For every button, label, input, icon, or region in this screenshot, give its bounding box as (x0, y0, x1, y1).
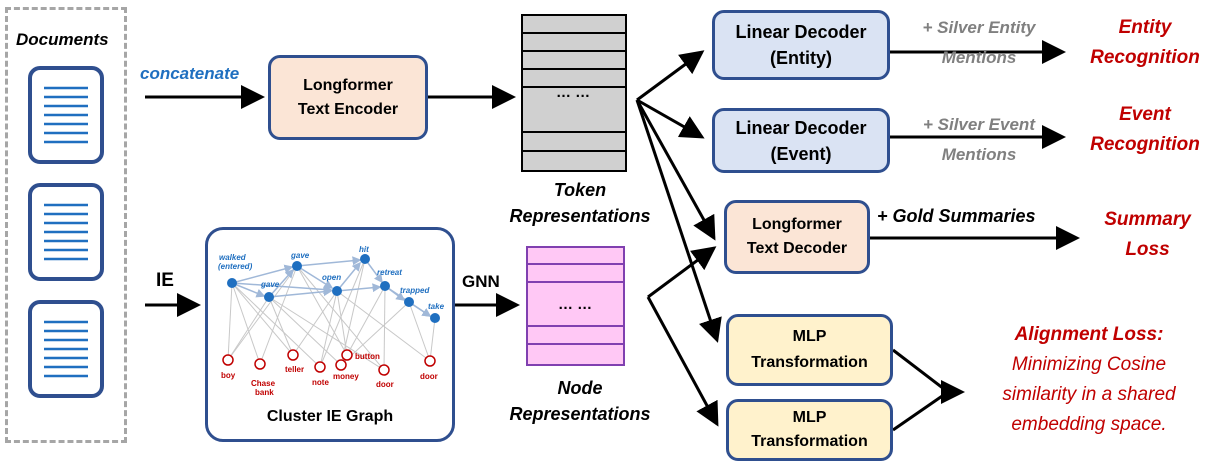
node-representation-stack (526, 246, 625, 366)
ie-label: IE (156, 270, 174, 291)
graph-entity-label: bank (255, 388, 274, 397)
node-label-line1: Node (557, 378, 603, 398)
documents-container (5, 7, 127, 443)
event-output-line2: Recognition (1090, 134, 1200, 155)
event-node (360, 254, 370, 264)
token-label-line1: Token (553, 180, 607, 200)
event-supervision: + Silver Event Mentions (890, 110, 1068, 170)
mlp-transformation-bottom: MLP Transformation (726, 399, 893, 461)
event-node (292, 261, 302, 271)
alignment-line2: similarity in a shared (1002, 384, 1176, 405)
mlp1-line1: MLP (792, 328, 827, 345)
encoder-line2: Text Encoder (297, 100, 399, 118)
text-decoder-line1: Longformer (752, 216, 842, 233)
token-representation-stack (521, 14, 627, 172)
document-icon (28, 300, 104, 398)
entity-node (341, 349, 353, 361)
event-node (380, 281, 390, 291)
event-recognition-output: Event Recognition (1075, 100, 1215, 160)
concatenate-label: concatenate (140, 64, 240, 83)
node-stack-ellipsis: … … (558, 296, 593, 313)
event-supervision-line1: + Silver Event (923, 115, 1035, 134)
document-icon (28, 66, 104, 164)
graph-entity-label: door (420, 372, 438, 381)
graph-event-label: retreat (377, 268, 402, 277)
mlp2-line1: MLP (792, 409, 827, 426)
entity-node (424, 355, 436, 367)
mlp1-line2: Transformation (751, 354, 868, 371)
event-node (404, 297, 414, 307)
summary-loss-output: Summary Loss (1080, 205, 1215, 265)
entity-node (287, 349, 299, 361)
graph-entity-label: door (376, 380, 394, 389)
gnn-label: GNN (462, 272, 500, 291)
entity-output-line2: Recognition (1090, 47, 1200, 68)
entity-node (254, 358, 266, 370)
documents-label: Documents (16, 30, 109, 49)
event-decoder-line1: Linear Decoder (735, 117, 867, 138)
summary-output-line2: Loss (1125, 239, 1170, 260)
entity-output-line1: Entity (1118, 17, 1172, 38)
entity-supervision-line1: + Silver Entity (922, 18, 1036, 37)
event-decoder-line2: (Event) (770, 143, 832, 164)
graph-event-label: take (428, 302, 445, 311)
entity-recognition-output: Entity Recognition (1075, 13, 1215, 73)
mlp2-line2: Transformation (751, 433, 868, 450)
graph-event-label: gave (261, 280, 280, 289)
linear-decoder-entity: Linear Decoder (Entity) (712, 10, 890, 80)
node-label-line2: Representations (509, 404, 651, 424)
graph-event-label: walked (219, 253, 246, 262)
event-supervision-line2: Mentions (941, 145, 1017, 164)
document-icon (28, 183, 104, 281)
text-decoder-line2: Text Decoder (746, 240, 848, 257)
entity-node (335, 359, 347, 371)
gold-summaries-supervision: + Gold Summaries (877, 206, 1036, 226)
entity-supervision: + Silver Entity Mentions (890, 13, 1068, 73)
graph-entity-label: boy (221, 371, 236, 380)
encoder-line1: Longformer (303, 76, 393, 94)
event-node (430, 313, 440, 323)
node-representations-label: Node Representations (500, 375, 660, 427)
event-node (227, 278, 237, 288)
graph-entity-label: button (355, 352, 380, 361)
entity-node (314, 361, 326, 373)
alignment-line3: embedding space. (1011, 414, 1167, 435)
token-representations-label: Token Representations (500, 177, 660, 229)
graph-title: Cluster IE Graph (266, 408, 394, 425)
graph-entity-label: teller (285, 365, 305, 374)
summary-output-line1: Summary (1104, 209, 1191, 230)
graph-entity-label: note (312, 378, 329, 387)
graph-event-label: open (322, 273, 342, 282)
entity-node (378, 364, 390, 376)
alignment-line1: Minimizing Cosine (1011, 354, 1167, 375)
graph-entity-label: money (333, 372, 359, 381)
linear-decoder-event: Linear Decoder (Event) (712, 108, 890, 173)
entity-supervision-line2: Mentions (941, 48, 1017, 67)
longformer-text-encoder: Longformer Text Encoder (268, 55, 428, 140)
graph-event-label: (entered) (218, 262, 253, 271)
entity-decoder-line2: (Entity) (770, 48, 832, 68)
token-stack-ellipsis: … … (556, 84, 591, 101)
graph-event-label: trapped (400, 286, 430, 295)
graph-entity-label: Chase (251, 379, 276, 388)
mlp-transformation-top: MLP Transformation (726, 314, 893, 386)
alignment-title: Alignment Loss: (1014, 324, 1164, 345)
event-node (332, 286, 342, 296)
longformer-text-decoder: Longformer Text Decoder (724, 200, 870, 274)
event-output-line1: Event (1119, 104, 1171, 125)
graph-event-label: hit (359, 245, 369, 254)
alignment-loss-output: Alignment Loss: Minimizing Cosine simila… (958, 320, 1220, 440)
event-node (264, 292, 274, 302)
graph-event-label: gave (291, 251, 310, 260)
entity-node (222, 354, 234, 366)
entity-decoder-line1: Linear Decoder (735, 22, 867, 42)
token-label-line2: Representations (509, 206, 651, 226)
